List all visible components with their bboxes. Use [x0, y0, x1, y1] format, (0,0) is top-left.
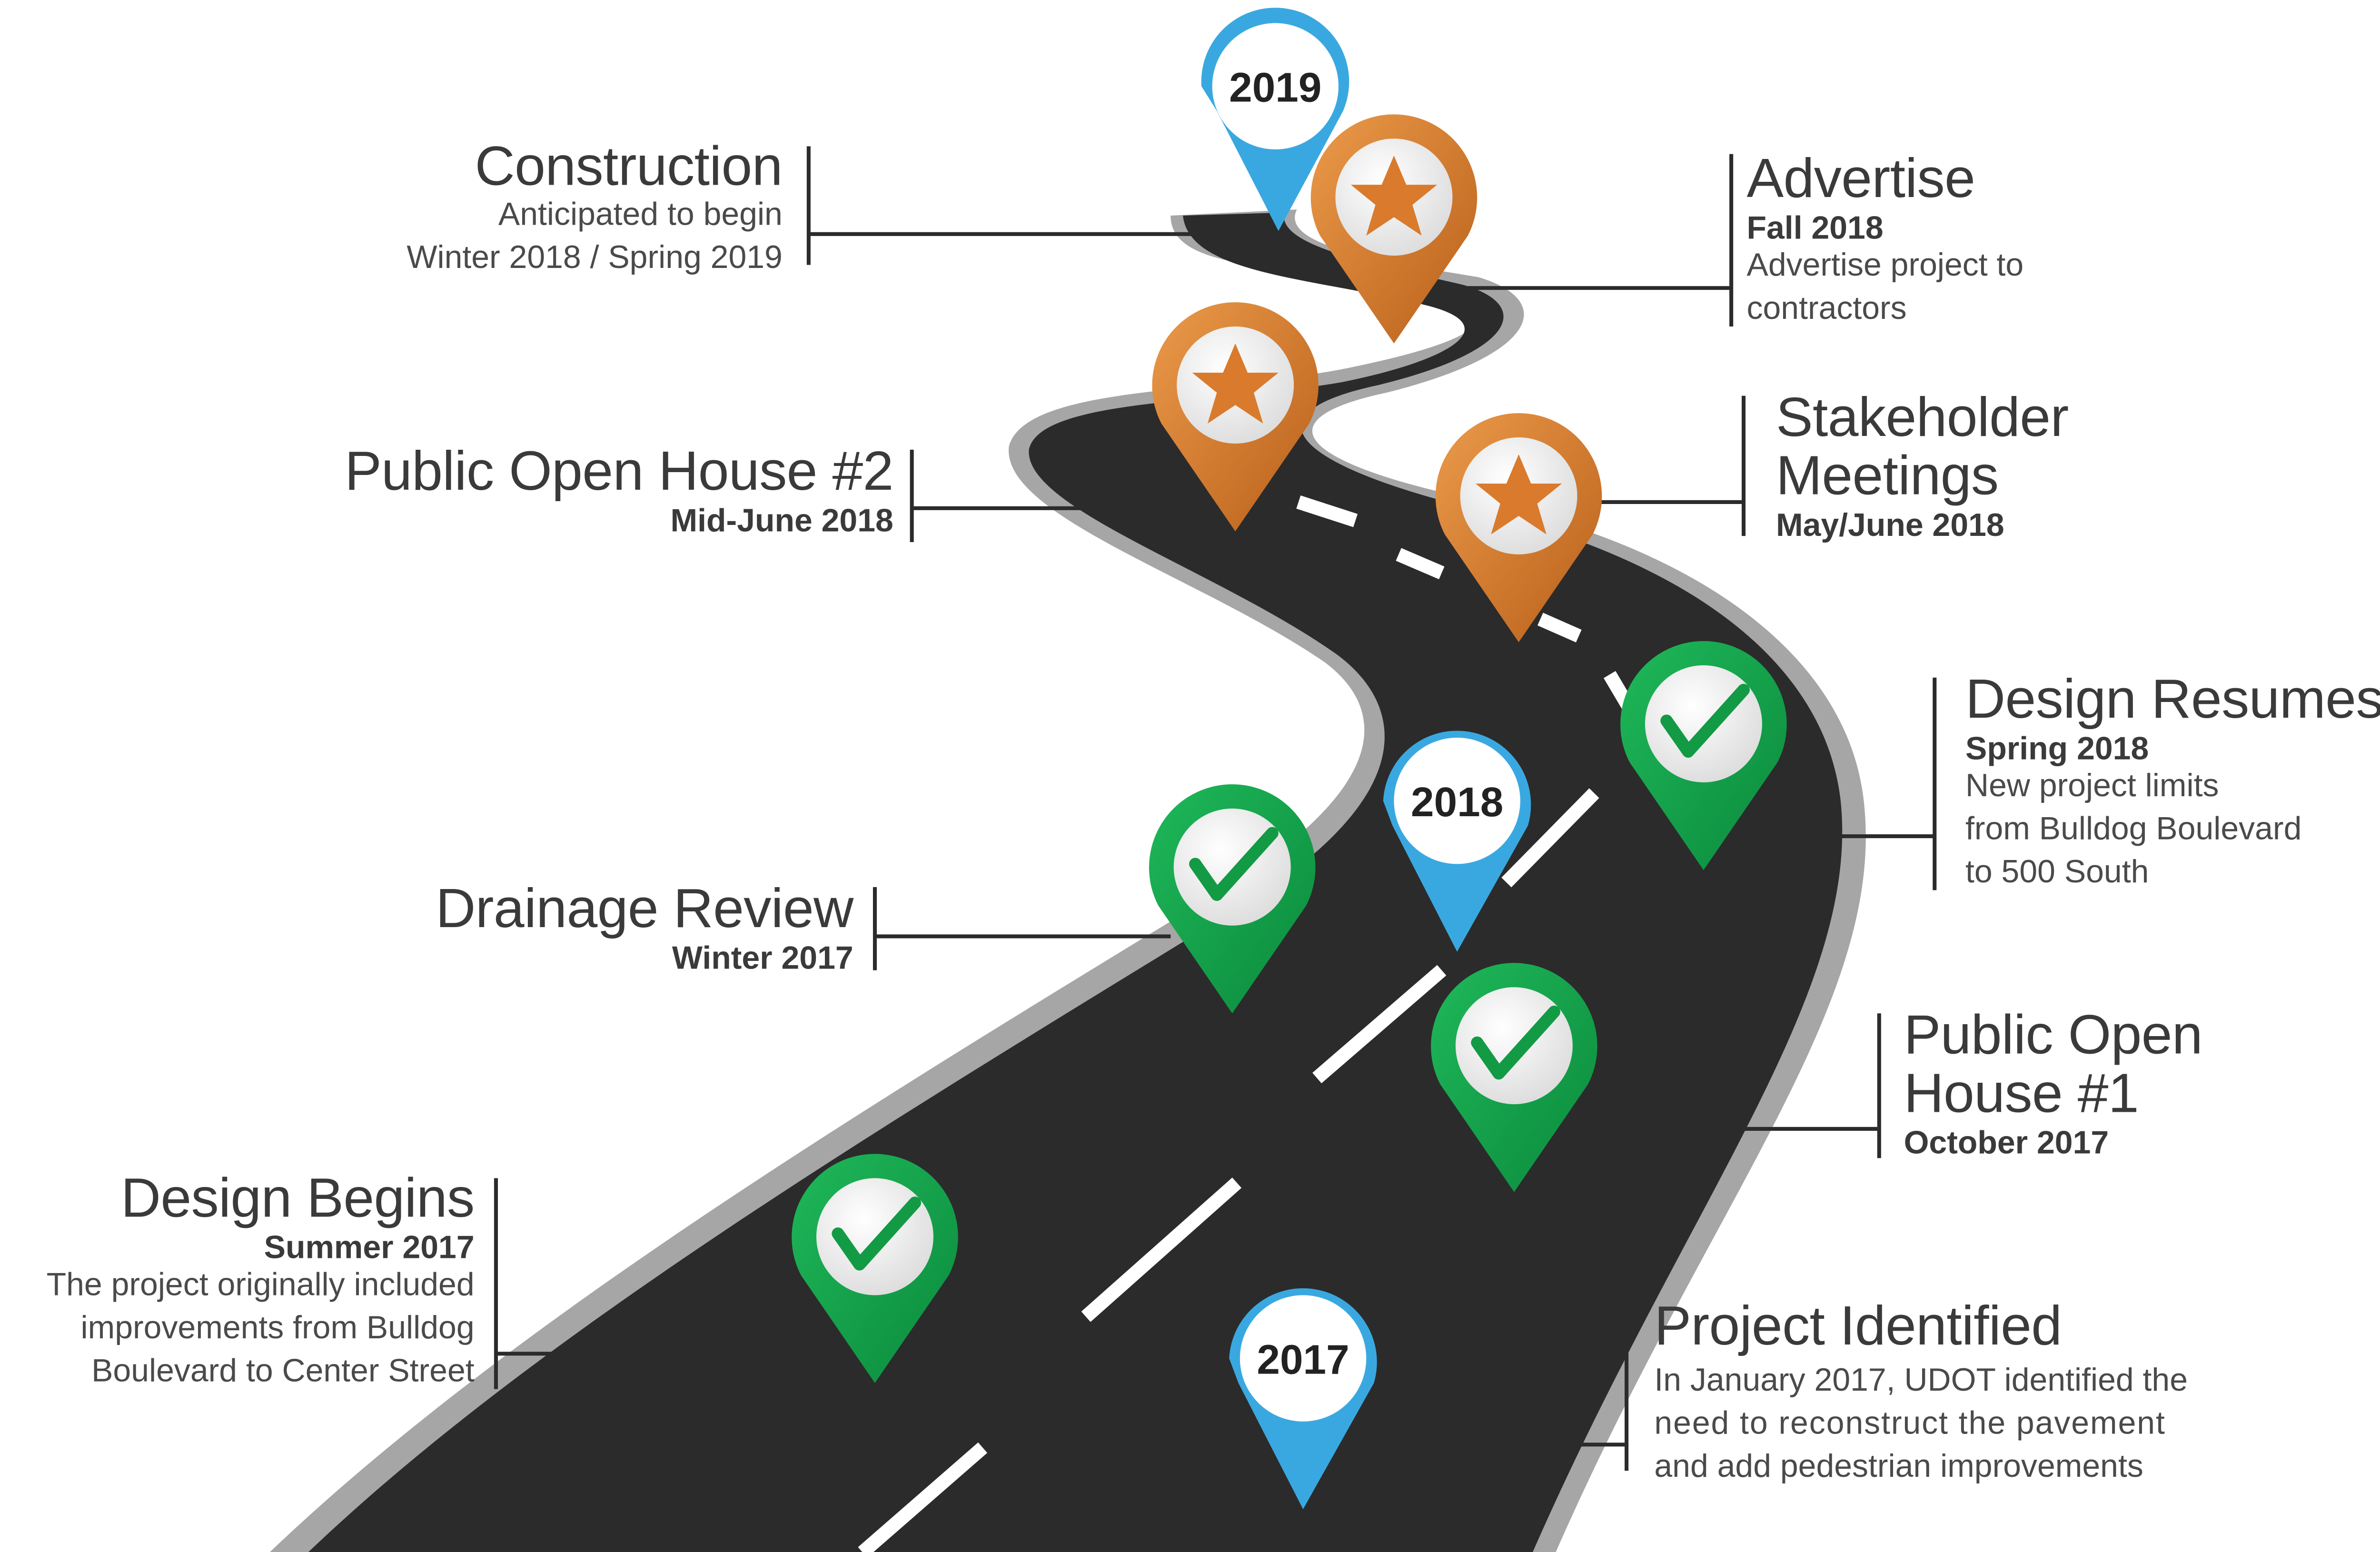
milestone-date: May/June 2018 [1775, 508, 2004, 544]
milestone-title-line: Meetings [1775, 443, 1999, 507]
milestone-title: Public Open House #2 [345, 439, 893, 502]
milestone-design-resumes: Design Resumes Spring 2018 New project l… [1965, 667, 2380, 895]
milestone-title-line: Stakeholder [1775, 385, 2069, 448]
year-label-2017: 2017 [1257, 1336, 1349, 1383]
check-pin-design-resumes [1620, 641, 1787, 870]
year-pin-2017: 2017 [1229, 1288, 1377, 1510]
milestone-project-identified: Project Identified In January 2017, UDOT… [1654, 1294, 2188, 1489]
milestone-desc-line: Advertise project to [1746, 247, 2024, 284]
milestone-title: Advertise [1746, 146, 1975, 210]
milestone-desc-line: Anticipated to begin [498, 197, 783, 233]
milestone-desc-line: and add pedestrian improvements [1654, 1449, 2143, 1485]
milestone-desc-line: New project limits [1965, 768, 2219, 804]
year-label-2018: 2018 [1411, 779, 1503, 825]
leader-lines [494, 146, 1937, 1471]
check-icon [1189, 827, 1279, 901]
milestone-drainage: Drainage Review Winter 2017 [436, 876, 853, 977]
milestone-title: Construction [475, 134, 783, 198]
check-pin-design-begins [792, 1154, 958, 1383]
star-icon [1475, 454, 1562, 534]
milestone-title-line: House #1 [1904, 1061, 2139, 1125]
check-icon [1471, 1006, 1560, 1080]
milestone-date: Fall 2018 [1746, 211, 1884, 247]
milestone-desc-line: need to reconstruct the pavement [1654, 1406, 2166, 1442]
milestone-advertise: Advertise Fall 2018 Advertise project to… [1746, 146, 2024, 331]
milestone-desc-line: Winter 2018 / Spring 2019 [407, 240, 783, 276]
milestone-date: Winter 2017 [672, 941, 853, 977]
milestone-desc-line: The project originally included [46, 1267, 475, 1303]
check-pin-drainage [1149, 784, 1316, 1014]
check-pin-open-house-1 [1431, 963, 1597, 1192]
road-center-dashes [858, 339, 1636, 1552]
check-icon [1660, 683, 1750, 758]
milestone-open-house-1: Public Open House #1 October 2017 [1904, 1002, 2203, 1161]
milestone-date: October 2017 [1904, 1126, 2109, 1161]
milestone-title: Drainage Review [436, 876, 853, 939]
milestone-title: Design Begins [120, 1166, 475, 1229]
star-pin-stakeholder [1435, 413, 1602, 643]
milestone-desc-line: contractors [1746, 291, 1907, 327]
milestone-open-house-2: Public Open House #2 Mid-June 2018 [345, 439, 893, 539]
star-icon [1192, 343, 1279, 424]
milestone-title-line: Public Open [1904, 1002, 2203, 1066]
year-pin-2019: 2019 [1201, 8, 1349, 231]
year-pin-2018: 2018 [1383, 731, 1531, 952]
milestone-stakeholder: Stakeholder Meetings May/June 2018 [1775, 385, 2069, 544]
milestone-title: Project Identified [1654, 1294, 2062, 1357]
milestone-date: Mid-June 2018 [670, 504, 893, 539]
milestone-desc-line: Boulevard to Center Street [91, 1354, 475, 1389]
star-pin-open-house-2 [1152, 302, 1319, 532]
milestone-design-begins: Design Begins Summer 2017 The project or… [47, 1170, 475, 1394]
milestone-date: Spring 2018 [1965, 732, 2149, 767]
milestone-desc-line: from Bulldog Boulevard [1965, 811, 2302, 847]
star-pin-advertise [1310, 114, 1478, 344]
milestone-desc-line: In January 2017, UDOT identified the [1654, 1363, 2188, 1399]
milestone-desc-line: improvements from Bulldog [80, 1310, 475, 1346]
milestone-date: Summer 2017 [264, 1230, 475, 1266]
star-icon [1350, 155, 1438, 236]
milestone-title: Design Resumes [1965, 667, 2380, 730]
year-label-2019: 2019 [1229, 64, 1321, 111]
milestone-desc-line: to 500 South [1965, 854, 2149, 890]
milestone-construction: Construction Anticipated to begin Winter… [407, 138, 783, 280]
check-icon [832, 1196, 922, 1271]
